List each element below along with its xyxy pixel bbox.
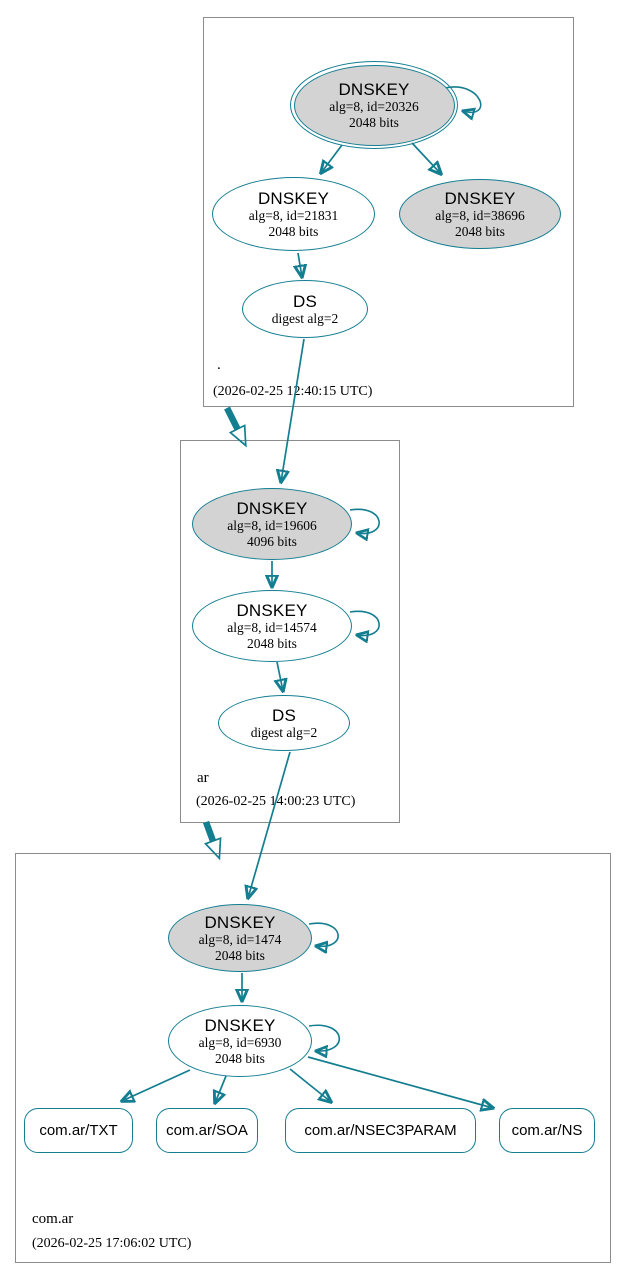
node-bits: 4096 bits xyxy=(247,533,297,549)
node-title: DNSKEY xyxy=(236,499,308,518)
zone-timestamp-comar: (2026-02-25 17:06:02 UTC) xyxy=(32,1236,192,1251)
node-ar-ds[interactable]: DS digest alg=2 xyxy=(218,695,350,751)
edge-ar-ksk-selfloop xyxy=(349,508,380,533)
edge-delegation-ar-to-comar xyxy=(202,820,222,861)
node-detail: alg=8, id=1474 xyxy=(198,932,282,947)
node-detail: alg=8, id=14574 xyxy=(227,620,317,635)
edge-ar-zsk-to-ds xyxy=(277,661,283,691)
edge-comar-zsk-to-txt xyxy=(122,1069,191,1101)
node-root-zsk-dnskey[interactable]: DNSKEY alg=8, id=21831 2048 bits xyxy=(212,177,375,251)
edge-ar-ds-to-comar-ksk xyxy=(248,751,291,898)
node-bits: 2048 bits xyxy=(215,1050,265,1066)
zone-label-ar: ar xyxy=(197,770,209,786)
node-bits: 2048 bits xyxy=(349,114,399,130)
node-title: DS xyxy=(292,291,317,311)
node-detail: digest alg=2 xyxy=(271,310,339,326)
node-title: DS xyxy=(271,705,296,725)
zone-label-comar: com.ar xyxy=(32,1211,74,1227)
node-root-standby-dnskey[interactable]: DNSKEY alg=8, id=38696 2048 bits xyxy=(399,179,561,249)
node-detail: alg=8, id=6930 xyxy=(198,1035,282,1050)
node-ar-ksk-dnskey[interactable]: DNSKEY alg=8, id=19606 4096 bits xyxy=(192,488,352,560)
rrset-comar-soa[interactable]: com.ar/SOA xyxy=(156,1108,258,1153)
edge-comar-zsk-to-soa xyxy=(215,1075,227,1103)
node-bits: 2048 bits xyxy=(268,223,319,239)
node-detail: alg=8, id=19606 xyxy=(227,518,317,533)
node-detail: alg=8, id=20326 xyxy=(329,99,419,114)
rrset-comar-txt[interactable]: com.ar/TXT xyxy=(24,1108,133,1153)
zone-timestamp-root: (2026-02-25 12:40:15 UTC) xyxy=(213,384,373,399)
edge-root-ds-to-ar-ksk xyxy=(281,338,305,482)
edge-comar-zsk-selfloop xyxy=(308,1024,341,1051)
edge-comar-ksk-selfloop xyxy=(308,922,339,946)
rrset-comar-ns[interactable]: com.ar/NS xyxy=(499,1108,595,1153)
edge-comar-zsk-to-ns xyxy=(307,1056,493,1108)
edge-delegation-root-to-ar xyxy=(224,406,247,448)
node-comar-ksk-dnskey[interactable]: DNSKEY alg=8, id=1474 2048 bits xyxy=(168,904,312,972)
node-root-ksk-dnskey[interactable]: DNSKEY alg=8, id=20326 2048 bits xyxy=(290,61,458,149)
edge-root-ksk-selfloop xyxy=(444,86,482,112)
node-comar-zsk-dnskey[interactable]: DNSKEY alg=8, id=6930 2048 bits xyxy=(168,1005,312,1077)
edge-root-zsk-to-ds xyxy=(298,252,302,277)
edge-root-ksk-to-standby xyxy=(411,142,441,174)
node-detail: alg=8, id=21831 xyxy=(248,208,339,223)
node-title: DNSKEY xyxy=(338,80,410,99)
node-title: DNSKEY xyxy=(204,913,276,932)
zone-label-root: . xyxy=(217,357,221,373)
node-title: DNSKEY xyxy=(257,189,330,208)
node-detail: alg=8, id=38696 xyxy=(435,208,525,223)
node-title: DNSKEY xyxy=(236,601,308,620)
node-detail: digest alg=2 xyxy=(250,724,318,740)
node-bits: 2048 bits xyxy=(215,947,265,963)
edge-comar-zsk-to-nsec3param xyxy=(289,1068,331,1102)
node-ar-zsk-dnskey[interactable]: DNSKEY alg=8, id=14574 2048 bits xyxy=(192,590,352,662)
node-title: DNSKEY xyxy=(444,189,516,208)
node-bits: 2048 bits xyxy=(455,223,505,239)
node-bits: 2048 bits xyxy=(247,635,297,651)
double-ellipse-ring xyxy=(293,64,455,146)
node-title: DNSKEY xyxy=(204,1016,276,1035)
node-root-ds[interactable]: DS digest alg=2 xyxy=(242,280,368,338)
rrset-comar-nsec3param[interactable]: com.ar/NSEC3PARAM xyxy=(285,1108,476,1153)
edge-ar-zsk-selfloop xyxy=(349,610,380,635)
edge-root-ksk-to-zsk xyxy=(321,144,343,173)
